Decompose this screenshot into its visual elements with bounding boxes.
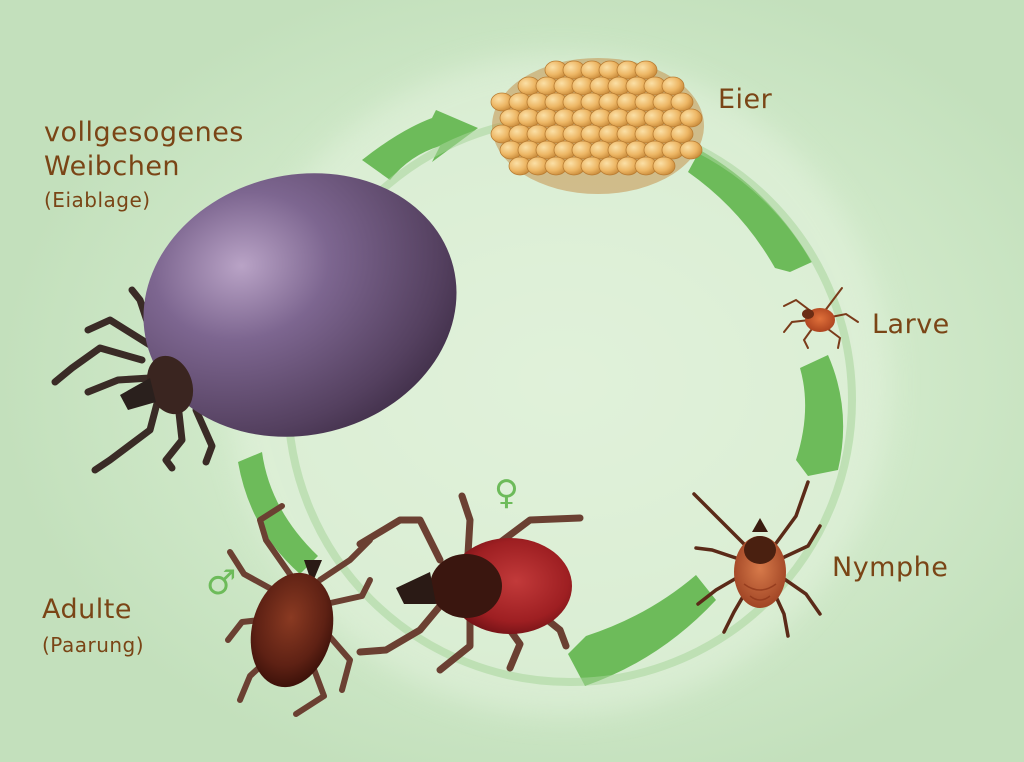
label-adult-note: (Paarung) [42, 633, 145, 657]
label-engorged-line1: vollgesogenes [44, 117, 244, 148]
female-adult-illustration [356, 492, 584, 674]
arrow-to-nymph [796, 355, 844, 476]
arrow-to-larva [688, 150, 812, 272]
label-adult: Adulte [42, 594, 132, 625]
label-engorged-note: (Eiablage) [44, 188, 151, 212]
arrow-to-engorged [238, 452, 318, 574]
egg [679, 108, 703, 128]
female-symbol-icon: ♀ [494, 473, 519, 513]
label-larva: Larve [872, 309, 950, 340]
label-eggs: Eier [718, 84, 773, 115]
nymph-illustration [692, 480, 822, 638]
egg [661, 76, 685, 96]
egg [652, 156, 676, 176]
arrow-to-adult [568, 575, 716, 686]
label-engorged-line2: Weibchen [44, 151, 181, 182]
egg [634, 60, 658, 80]
male-symbol-icon: ♂ [206, 563, 237, 603]
egg [670, 124, 694, 144]
engorged-female-illustration [51, 173, 457, 474]
label-nymph: Nymphe [832, 552, 949, 583]
egg [679, 140, 703, 160]
male-adult-illustration [225, 503, 373, 717]
arrow-to-eggs [362, 110, 478, 180]
egg [670, 92, 694, 112]
larva-illustration [783, 287, 859, 349]
eggs-illustration [490, 58, 704, 194]
